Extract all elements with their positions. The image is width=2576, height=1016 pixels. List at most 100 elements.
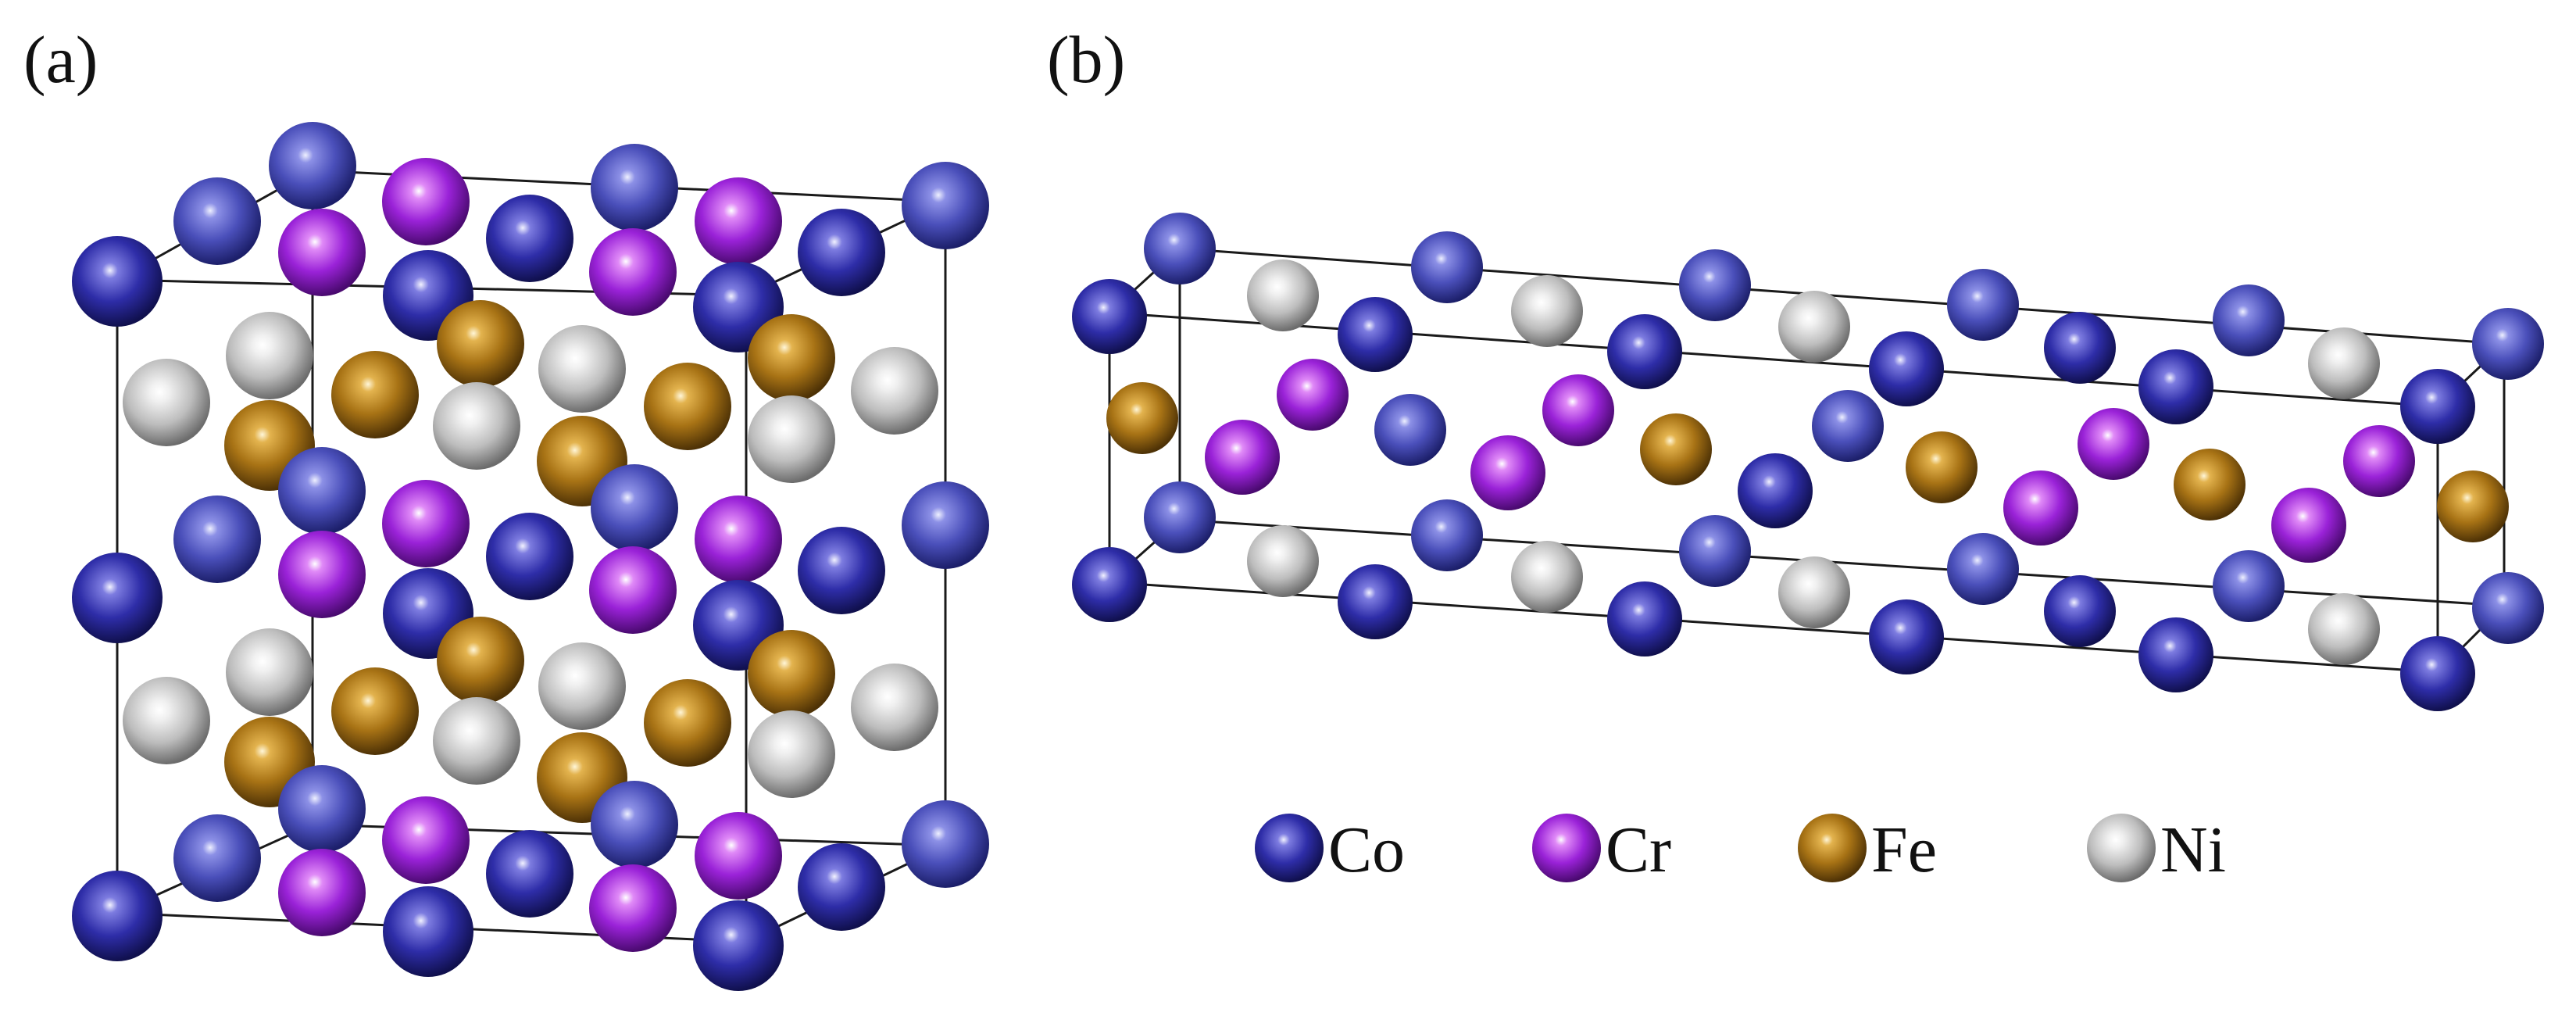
atom-cr — [1205, 420, 1280, 495]
legend: Co Cr Fe Ni — [1255, 814, 2226, 886]
legend-ni-label: Ni — [2160, 814, 2226, 886]
legend-ni-swatch — [2087, 814, 2156, 882]
atom-co — [383, 886, 473, 977]
atom-cr — [382, 796, 470, 884]
atom-co — [1607, 314, 1682, 389]
atom-co — [2472, 572, 2544, 644]
atom-cr — [2003, 470, 2078, 546]
atom-co — [1947, 533, 2019, 605]
atom-co — [486, 513, 573, 600]
legend-fe-swatch — [1798, 814, 1867, 882]
atom-cr — [2343, 425, 2415, 497]
atom-fe — [1640, 413, 1712, 485]
atom-fe — [2174, 449, 2246, 521]
atom-co — [1338, 297, 1413, 372]
atom-co — [1144, 213, 1216, 284]
atom-fe — [644, 363, 731, 450]
atom-fe — [1106, 382, 1178, 454]
atom-co — [278, 765, 366, 853]
atom-co — [2044, 575, 2116, 647]
atom-cr — [278, 531, 366, 618]
atom-co — [486, 830, 573, 918]
atom-co — [1411, 499, 1483, 571]
atom-co — [798, 527, 885, 614]
atom-fe — [2437, 470, 2509, 542]
atom-co — [1144, 481, 1216, 553]
atom-co — [269, 122, 356, 209]
atom-co — [902, 800, 989, 888]
atom-fe — [331, 351, 419, 438]
atom-ni — [1511, 541, 1583, 613]
atom-co — [2400, 369, 2475, 444]
atom-co — [72, 236, 163, 327]
atom-co — [902, 481, 989, 569]
atom-cr — [589, 864, 677, 952]
legend-co-swatch — [1255, 814, 1324, 882]
atom-fe — [1906, 431, 1978, 503]
legend-cr-label: Cr — [1606, 814, 1671, 886]
atom-fe — [331, 667, 419, 755]
atom-ni — [748, 395, 835, 483]
atom-co — [1679, 515, 1751, 587]
atom-cr — [695, 495, 782, 583]
atom-fe — [437, 300, 524, 388]
atom-co — [591, 144, 678, 231]
atom-ni — [1511, 275, 1583, 347]
legend-fe-label: Fe — [1871, 814, 1937, 886]
panel-a: (a) — [23, 22, 989, 991]
legend-item-cr: Cr — [1532, 814, 1671, 886]
atom-cr — [2271, 488, 2346, 563]
atom-co — [2472, 308, 2544, 380]
atom-co — [902, 162, 989, 249]
atom-ni — [1778, 556, 1850, 628]
legend-cr-swatch — [1532, 814, 1601, 882]
atom-cr — [382, 480, 470, 567]
atom-co — [278, 447, 366, 535]
atom-ni — [123, 677, 210, 764]
atom-ni — [226, 628, 313, 716]
atom-co — [591, 781, 678, 868]
atom-ni — [1247, 525, 1319, 597]
atom-co — [173, 495, 261, 583]
atom-co — [1869, 331, 1944, 406]
atom-ni — [1778, 291, 1850, 363]
atom-ni — [433, 697, 520, 785]
atom-co — [1072, 547, 1147, 622]
atom-co — [798, 209, 885, 296]
atom-cr — [695, 812, 782, 900]
atom-co — [1338, 564, 1413, 639]
atom-co — [1812, 390, 1884, 462]
atom-co — [1374, 394, 1446, 466]
panel-a-label: (a) — [23, 22, 98, 97]
atom-co — [486, 195, 573, 282]
atom-co — [798, 843, 885, 931]
atom-cr — [278, 209, 366, 296]
atom-co — [2138, 349, 2213, 424]
atom-cr — [1470, 435, 1545, 510]
atom-cr — [1277, 359, 1349, 431]
atom-co — [693, 900, 784, 991]
atom-ni — [748, 710, 835, 798]
atom-cr — [1542, 374, 1614, 446]
atom-cr — [589, 546, 677, 634]
panel-b-atoms — [1072, 213, 2544, 711]
panel-a-atoms — [72, 122, 989, 991]
panel-b-label: (b) — [1047, 22, 1125, 97]
atom-co — [2044, 312, 2116, 384]
atom-fe — [644, 679, 731, 767]
atom-ni — [433, 382, 520, 470]
atom-ni — [2308, 327, 2380, 399]
atom-cr — [2078, 408, 2149, 480]
atom-co — [2213, 550, 2285, 622]
atom-co — [173, 177, 261, 265]
atom-co — [1679, 249, 1751, 321]
atom-fe — [748, 314, 835, 402]
atom-ni — [2308, 593, 2380, 665]
atom-ni — [123, 359, 210, 446]
atom-co — [1072, 279, 1147, 354]
panel-b: (b) — [1047, 22, 2544, 711]
atom-ni — [1247, 259, 1319, 331]
atom-co — [1411, 231, 1483, 303]
atom-ni — [226, 312, 313, 399]
